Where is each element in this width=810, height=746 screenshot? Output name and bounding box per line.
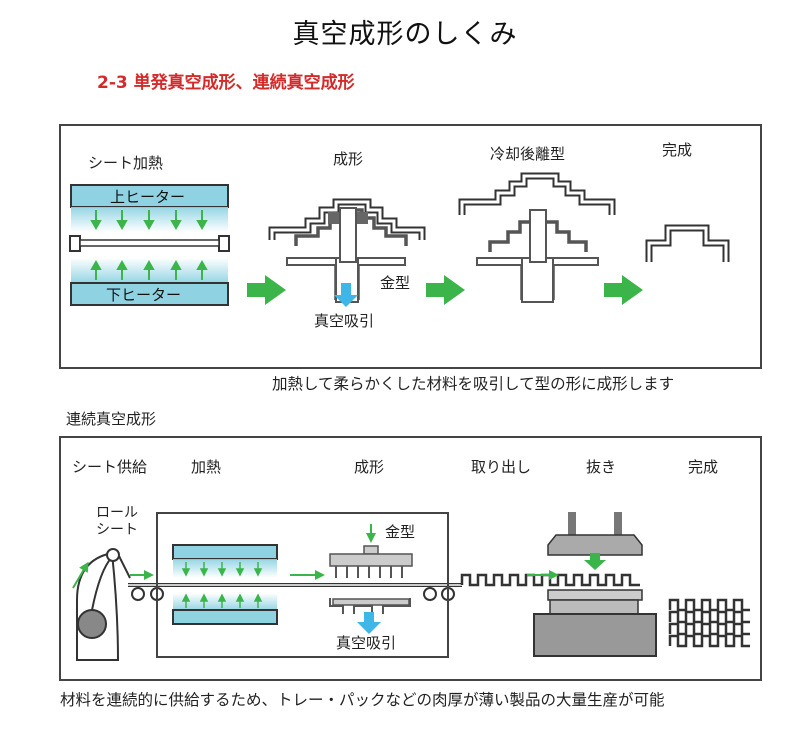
single-heater-assembly bbox=[69, 184, 230, 306]
step-forming: 成形 bbox=[333, 150, 364, 168]
oven-enclosure bbox=[156, 512, 449, 658]
cont-vacuum-arrow bbox=[357, 612, 381, 634]
trimming-press bbox=[533, 512, 657, 657]
step-sheet-heating: シート加熱 bbox=[88, 154, 164, 172]
cont-mold-label: 金型 bbox=[385, 523, 416, 541]
heat-arrows-down bbox=[90, 210, 208, 231]
continuous-heading: 連続真空成形 bbox=[66, 410, 157, 428]
release-stage bbox=[458, 172, 616, 303]
continuous-forming-panel bbox=[59, 436, 762, 681]
step-complete: 完成 bbox=[662, 141, 693, 159]
process-arrow-3 bbox=[604, 275, 643, 305]
vacuum-label: 真空吸引 bbox=[314, 312, 375, 330]
vacuum-arrow bbox=[334, 283, 358, 307]
mold-label: 金型 bbox=[380, 274, 411, 292]
completed-stack bbox=[668, 598, 750, 648]
heat-arrows-up bbox=[90, 259, 208, 280]
step-trimming: 抜き bbox=[586, 458, 617, 476]
sheet-label: シート bbox=[96, 522, 138, 538]
cont-lower-heater bbox=[172, 609, 278, 625]
roll-label: ロール bbox=[96, 505, 138, 521]
process-arrow-2 bbox=[426, 275, 465, 305]
step-cool-release: 冷却後離型 bbox=[490, 145, 566, 163]
sheet-clamp-left bbox=[69, 235, 81, 252]
plastic-sheet bbox=[79, 239, 220, 247]
sheet-clamp-right bbox=[218, 235, 230, 252]
roll-feeder bbox=[76, 548, 131, 661]
continuous-caption: 材料を連続的に供給するため、トレー・パックなどの肉厚が薄い製品の大量生産が可能 bbox=[60, 691, 665, 709]
step-sheet-supply: シート供給 bbox=[72, 458, 148, 476]
step-cont-forming: 成形 bbox=[354, 458, 385, 476]
lower-heater bbox=[70, 282, 229, 306]
lower-heater-label: 下ヒーター bbox=[106, 286, 182, 304]
step-heating: 加熱 bbox=[191, 458, 222, 476]
cont-forming-station bbox=[329, 524, 413, 614]
single-forming-panel bbox=[59, 124, 762, 369]
step-cont-complete: 完成 bbox=[688, 458, 719, 476]
guide-roller bbox=[106, 548, 120, 562]
section-subtitle: 2-3 単発真空成形、連続真空成形 bbox=[97, 73, 355, 93]
upper-heater-label: 上ヒーター bbox=[110, 188, 186, 206]
single-caption: 加熱して柔らかくした材料を吸引して型の形に成形します bbox=[272, 375, 675, 393]
process-arrow-1 bbox=[247, 275, 286, 305]
completed-part bbox=[645, 224, 730, 262]
page-title: 真空成形のしくみ bbox=[292, 19, 518, 50]
cont-vacuum-label: 真空吸引 bbox=[336, 634, 397, 652]
step-take-out: 取り出し bbox=[471, 458, 532, 476]
